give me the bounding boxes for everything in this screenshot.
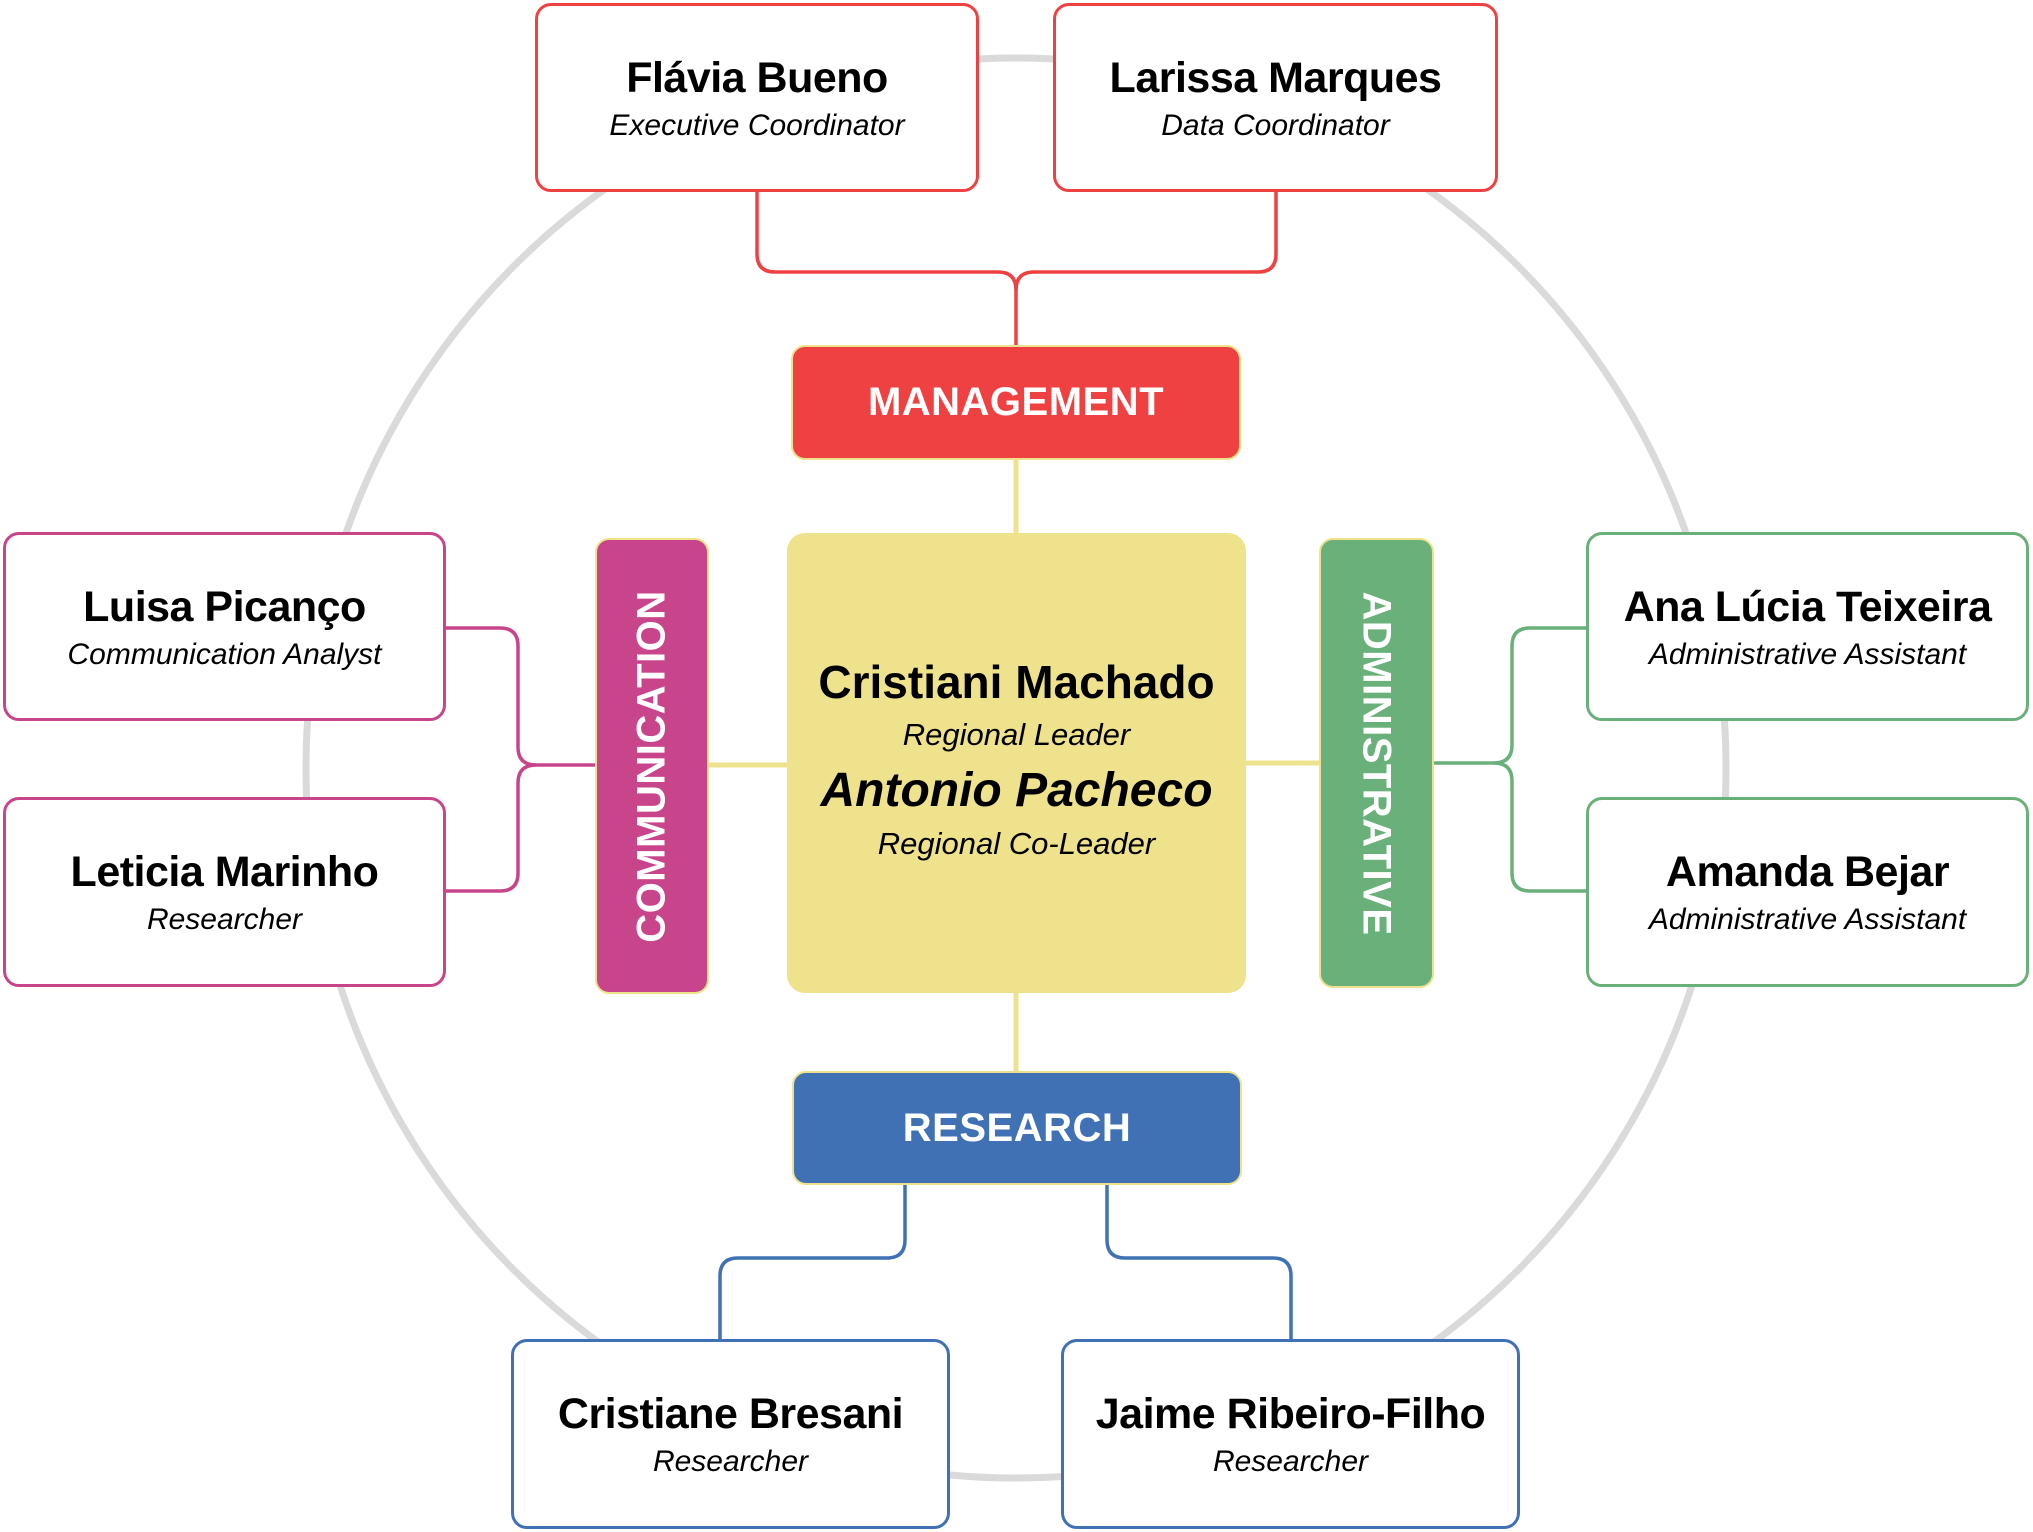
member-role: Researcher — [1212, 1445, 1369, 1478]
coleader-name: Antonio Pacheco — [820, 763, 1213, 817]
member-role: Administrative Assistant — [1648, 903, 1967, 936]
member-name: Leticia Marinho — [70, 848, 379, 896]
connector-communication-leticia — [446, 763, 537, 893]
member-name: Larissa Marques — [1109, 54, 1442, 102]
member-card-ana-lucia: Ana Lúcia Teixeira Administrative Assist… — [1586, 532, 2029, 721]
leader-name: Cristiani Machado — [818, 655, 1215, 708]
member-name: Flávia Bueno — [626, 54, 888, 102]
connector-management-flavia — [755, 192, 1018, 345]
member-card-luisa: Luisa Picanço Communication Analyst — [3, 532, 446, 721]
member-name: Luisa Picanço — [83, 583, 366, 631]
coleader-title: Regional Co-Leader — [877, 825, 1156, 861]
dept-administrative: ADMINISTRATIVE — [1319, 538, 1434, 988]
connector-management-larissa — [1014, 192, 1278, 291]
dept-label: COMMUNICATION — [629, 589, 674, 943]
dept-management: MANAGEMENT — [791, 345, 1241, 460]
dept-label: MANAGEMENT — [867, 380, 1165, 424]
leader-title: Regional Leader — [902, 716, 1131, 752]
outer-ring — [302, 54, 1730, 1482]
connector-research-jaime — [1105, 1185, 1293, 1339]
member-role: Administrative Assistant — [1648, 638, 1967, 671]
member-card-flavia: Flávia Bueno Executive Coordinator — [535, 3, 979, 192]
member-role: Communication Analyst — [67, 638, 382, 671]
dept-label: RESEARCH — [902, 1105, 1132, 1150]
connector-research-cristiane — [718, 1185, 907, 1339]
member-card-larissa: Larissa Marques Data Coordinator — [1053, 3, 1498, 192]
member-card-jaime: Jaime Ribeiro-Filho Researcher — [1061, 1339, 1520, 1529]
member-name: Jaime Ribeiro-Filho — [1095, 1390, 1486, 1438]
connector-communication-luisa — [446, 626, 595, 767]
member-name: Ana Lúcia Teixeira — [1623, 583, 1992, 631]
member-role: Executive Coordinator — [609, 109, 905, 142]
regional-leadership-card: Cristiani Machado Regional Leader Antoni… — [787, 533, 1246, 993]
dept-label: ADMINISTRATIVE — [1355, 590, 1399, 936]
member-role: Researcher — [652, 1445, 809, 1478]
member-name: Amanda Bejar — [1665, 848, 1950, 896]
member-card-leticia: Leticia Marinho Researcher — [3, 797, 446, 987]
member-card-cristiane: Cristiane Bresani Researcher — [511, 1339, 950, 1529]
dept-research: RESEARCH — [792, 1071, 1242, 1185]
member-card-amanda: Amanda Bejar Administrative Assistant — [1586, 797, 2029, 987]
connector-administrative-ana — [1434, 626, 1586, 765]
member-role: Researcher — [146, 903, 303, 936]
dept-communication: COMMUNICATION — [595, 538, 709, 994]
member-role: Data Coordinator — [1161, 109, 1390, 142]
connector-administrative-amanda — [1493, 761, 1586, 893]
member-name: Cristiane Bresani — [557, 1390, 904, 1438]
